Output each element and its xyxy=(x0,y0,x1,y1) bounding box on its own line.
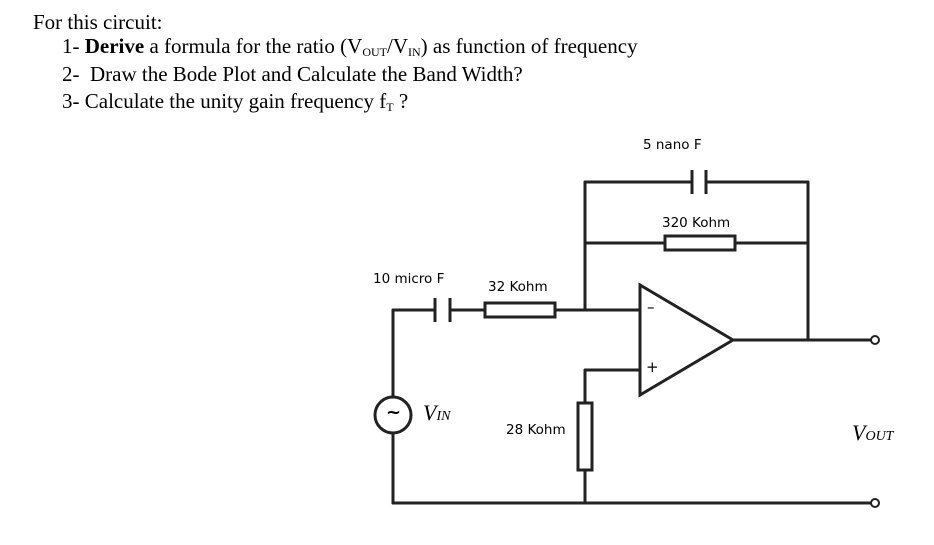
question-3-post: ? xyxy=(393,89,409,113)
ac-source-circle xyxy=(373,395,413,435)
opamp-triangle xyxy=(638,282,736,398)
question-2: 2- Draw the Bode Plot and Calculate the … xyxy=(62,62,523,86)
ground-resistor-label: 28 Kohm xyxy=(506,422,566,438)
question-1: 1- Derive a formula for the ratio (VOUT/… xyxy=(62,34,638,64)
feedback-resistor-label: 320 Kohm xyxy=(662,215,731,231)
question-1-pre: a formula for the ratio (V xyxy=(144,34,363,58)
question-1-post: ) as function of frequency xyxy=(420,34,638,58)
question-1-sub-in: IN xyxy=(407,45,421,59)
vout-label: VOUT xyxy=(852,420,893,446)
input-capacitor-label: 10 micro F xyxy=(373,271,445,287)
vin-label: VIN xyxy=(423,400,450,426)
question-1-sub-out: OUT xyxy=(362,45,387,59)
feedback-resistor-body xyxy=(663,234,737,252)
output-terminal xyxy=(870,335,880,345)
question-3: 3- Calculate the unity gain frequency fT… xyxy=(62,89,408,119)
vout-sub: OUT xyxy=(865,429,894,444)
question-1-bold: Derive xyxy=(84,34,145,58)
ground-terminal xyxy=(870,498,880,508)
question-2-number: 2- xyxy=(62,62,80,86)
vout-main: V xyxy=(852,420,866,445)
vin-main: V xyxy=(423,400,437,425)
question-1-mid: /V xyxy=(386,34,408,58)
ground-resistor-body xyxy=(576,401,594,472)
vin-sub: IN xyxy=(436,409,451,424)
question-2-text: Draw the Bode Plot and Calculate the Ban… xyxy=(90,62,523,86)
feedback-capacitor-label: 5 nano F xyxy=(643,137,702,153)
question-3-text: Calculate the unity gain frequency f xyxy=(84,89,387,113)
question-3-sub: T xyxy=(386,100,394,114)
opamp-minus-sign: – xyxy=(647,298,655,316)
input-resistor-body xyxy=(483,301,557,319)
ac-source-symbol: ~ xyxy=(386,402,402,423)
opamp-plus-sign: + xyxy=(646,358,659,376)
intro-text: For this circuit: xyxy=(33,10,163,34)
input-resistor-label: 32 Kohm xyxy=(488,279,548,295)
question-3-number: 3- xyxy=(62,89,80,113)
question-1-number: 1- xyxy=(62,34,80,58)
